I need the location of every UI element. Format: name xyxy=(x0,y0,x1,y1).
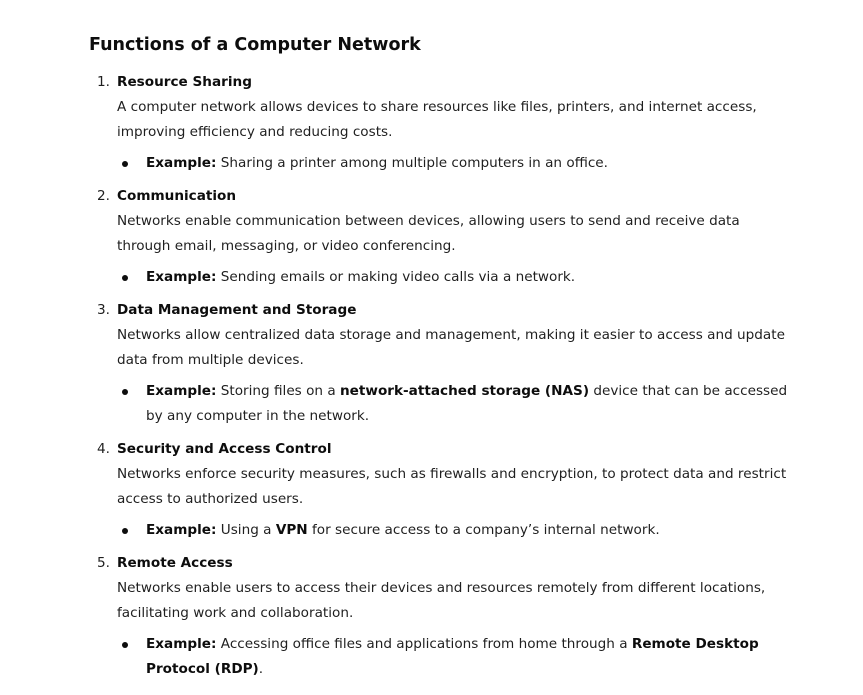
bullet-icon xyxy=(122,528,128,534)
example-text: Storing files on a xyxy=(216,383,340,399)
item-description: Networks enforce security measures, such… xyxy=(117,466,787,507)
function-item-communication: 2. Communication Networks enable communi… xyxy=(89,184,789,290)
example-list: Example: Storing files on a network-atta… xyxy=(117,379,789,429)
function-item-remote-access: 5. Remote Access Networks enable users t… xyxy=(89,551,789,682)
example-text: Accessing office files and applications … xyxy=(216,636,632,652)
example-item: Example: Accessing office files and appl… xyxy=(117,632,789,682)
bullet-icon xyxy=(122,161,128,167)
item-heading: Data Management and Storage xyxy=(117,302,357,318)
example-text: Sending emails or making video calls via… xyxy=(216,269,576,285)
item-number: 1. xyxy=(97,74,110,90)
item-number: 3. xyxy=(97,302,110,318)
item-number: 2. xyxy=(97,188,110,204)
function-item-resource-sharing: 1. Resource Sharing A computer network a… xyxy=(89,70,789,176)
example-label: Example: xyxy=(146,269,217,285)
example-strong: Remote Desktop Protocol (RDP) xyxy=(146,636,759,677)
function-item-data-management: 3. Data Management and Storage Networks … xyxy=(89,298,789,429)
example-strong: network-attached storage (NAS) xyxy=(340,383,590,399)
item-description: Networks allow centralized data storage … xyxy=(117,327,785,368)
item-number: 4. xyxy=(97,441,110,457)
example-label: Example: xyxy=(146,155,217,171)
bullet-icon xyxy=(122,389,128,395)
item-heading: Resource Sharing xyxy=(117,74,252,90)
example-item: Example: Sending emails or making video … xyxy=(117,265,789,290)
example-text-end: . xyxy=(258,661,264,677)
item-heading: Remote Access xyxy=(117,555,233,571)
example-text-end: device that can be accessed by any compu… xyxy=(146,383,788,424)
functions-list: 1. Resource Sharing A computer network a… xyxy=(89,70,789,682)
example-label: Example: xyxy=(146,383,217,399)
example-text-end: for secure access to a company’s interna… xyxy=(307,522,660,538)
example-text: Sharing a printer among multiple compute… xyxy=(216,155,608,171)
example-item: Example: Storing files on a network-atta… xyxy=(117,379,789,429)
example-item: Example: Sharing a printer among multipl… xyxy=(117,151,789,176)
page-title: Functions of a Computer Network xyxy=(89,35,421,55)
item-number: 5. xyxy=(97,555,110,571)
item-heading: Communication xyxy=(117,188,237,204)
example-text: Using a xyxy=(216,522,276,538)
item-description: A computer network allows devices to sha… xyxy=(117,99,757,140)
document-body: Functions of a Computer Network 1. Resou… xyxy=(89,32,789,690)
example-list: Example: Accessing office files and appl… xyxy=(117,632,789,682)
function-item-security: 4. Security and Access Control Networks … xyxy=(89,437,789,543)
example-list: Example: Sharing a printer among multipl… xyxy=(117,151,789,176)
example-strong: VPN xyxy=(275,522,308,538)
example-list: Example: Using a VPN for secure access t… xyxy=(117,518,789,543)
item-heading: Security and Access Control xyxy=(117,441,332,457)
bullet-icon xyxy=(122,275,128,281)
example-list: Example: Sending emails or making video … xyxy=(117,265,789,290)
item-description: Networks enable users to access their de… xyxy=(117,580,766,621)
example-label: Example: xyxy=(146,636,217,652)
bullet-icon xyxy=(122,642,128,648)
example-label: Example: xyxy=(146,522,217,538)
item-description: Networks enable communication between de… xyxy=(117,213,740,254)
example-item: Example: Using a VPN for secure access t… xyxy=(117,518,789,543)
